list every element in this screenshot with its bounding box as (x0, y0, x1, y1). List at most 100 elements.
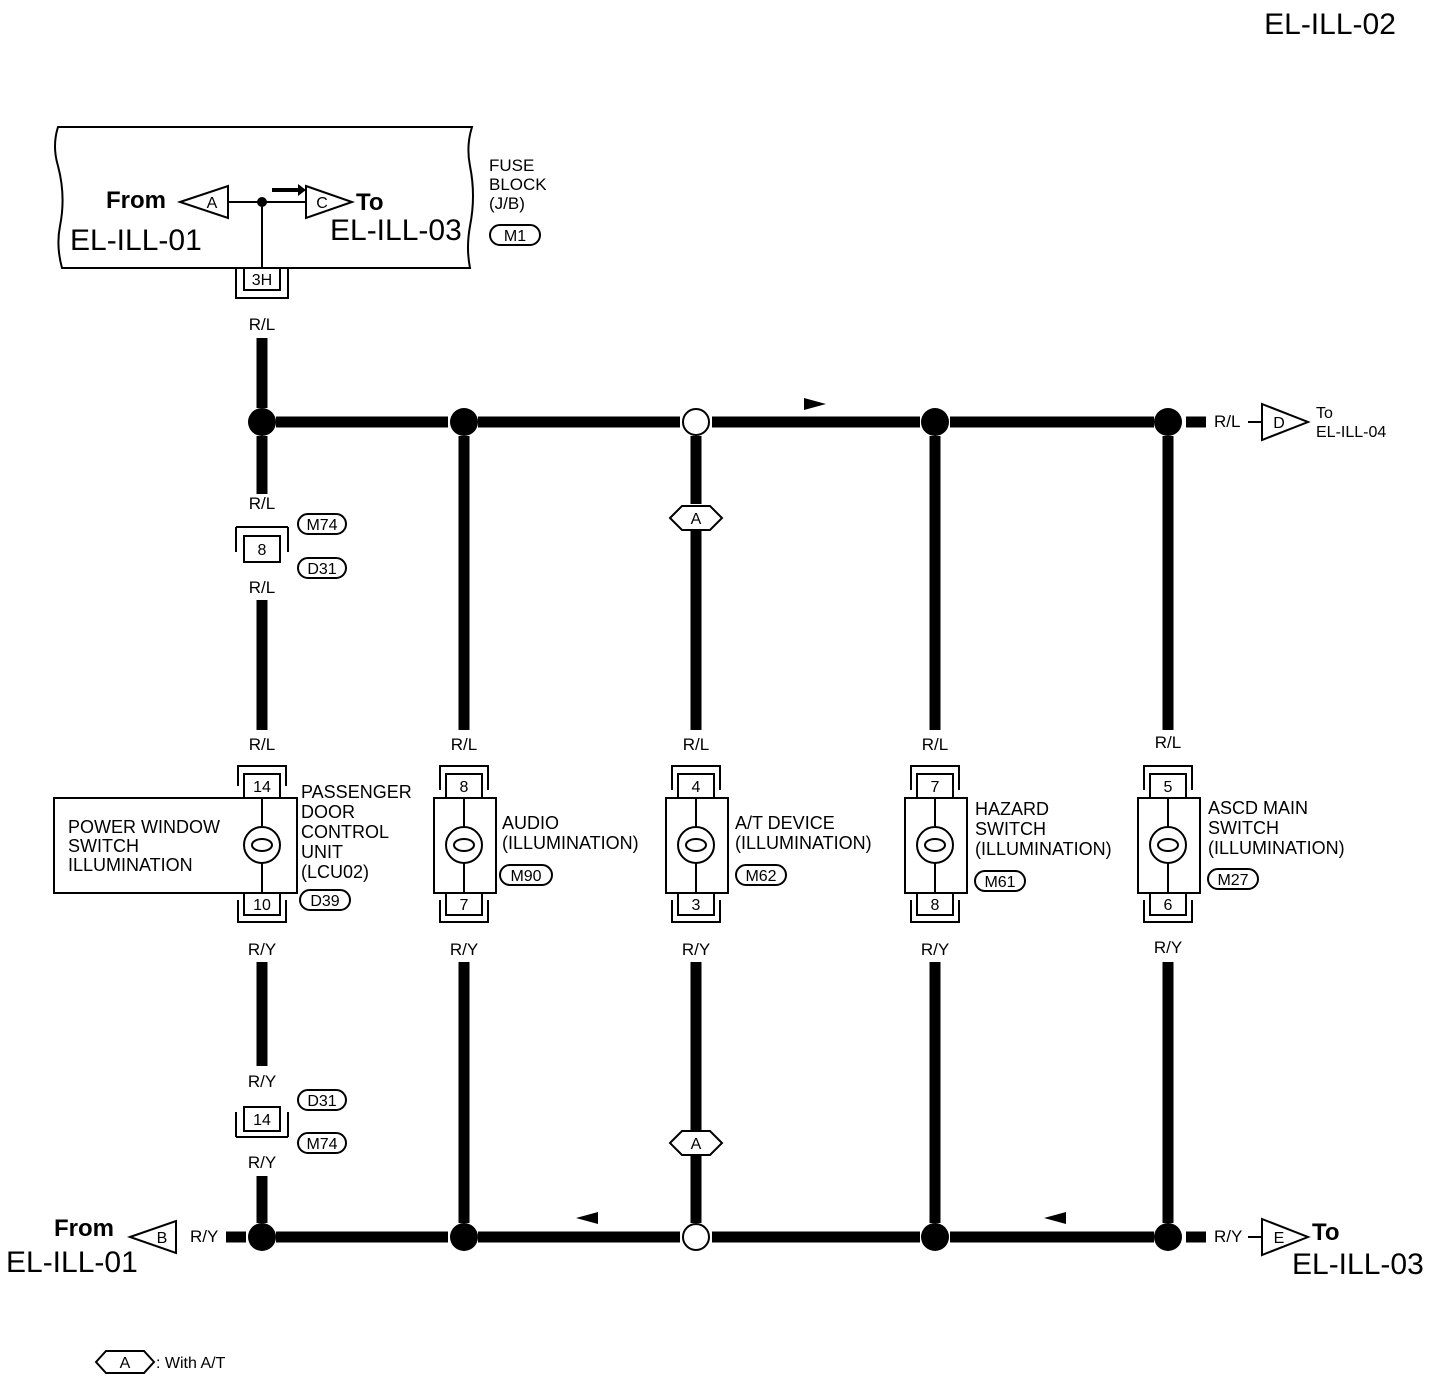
fuse-block-connector-id: M1 (504, 228, 526, 245)
legend-text: : With A/T (156, 1355, 226, 1372)
fuse-to-page: EL-ILL-03 (330, 214, 462, 247)
bulb-icon (1149, 826, 1187, 864)
audio-pin-bottom: 7 (460, 897, 469, 914)
wire-label-ry: R/Y (248, 940, 276, 959)
svg-text:SWITCH: SWITCH (1208, 818, 1279, 838)
from-marker-arrow (176, 184, 229, 220)
splice-node (1154, 408, 1182, 436)
ascd-connector-badge (1207, 868, 1259, 890)
wire-label-ry: R/Y (248, 1072, 276, 1091)
ascd-connector-id: M27 (1217, 872, 1248, 889)
at-name: A/T DEVICE (ILLUMINATION) (735, 813, 872, 853)
joint-top-upper-conn: M74 (306, 517, 337, 534)
joint-top-bracket (235, 527, 289, 552)
to-el-ill-04-word: To (1316, 405, 1333, 422)
pdcu-bottom-connector (237, 900, 287, 923)
svg-text:(LCU02): (LCU02) (301, 862, 369, 882)
pdcu-pin-top: 14 (253, 779, 271, 796)
bulb-icon (677, 826, 715, 864)
terminal-3h-bracket (235, 268, 289, 299)
svg-text:(ILLUMINATION): (ILLUMINATION) (735, 833, 872, 853)
wire-label-rl: R/L (249, 578, 275, 597)
audio-name: AUDIO (ILLUMINATION) (502, 813, 639, 853)
svg-text:(ILLUMINATION): (ILLUMINATION) (1208, 838, 1345, 858)
fuse-block-outline (54, 126, 474, 269)
pdcu-connector-badge (299, 889, 351, 911)
power-window-switch-box (53, 797, 298, 894)
pdcu-top-connector (237, 765, 287, 786)
pdcu-connector-id: D39 (310, 893, 339, 910)
svg-text:POWER WINDOW: POWER WINDOW (68, 817, 220, 837)
fuse-from-word: From (106, 187, 166, 214)
svg-text:(ILLUMINATION): (ILLUMINATION) (975, 839, 1112, 859)
joint-bottom-pin: 14 (253, 1112, 271, 1129)
to-el-ill-04-arrow (1261, 402, 1311, 442)
at-pin-bottom: 3 (692, 897, 701, 914)
to-el-ill-04-page: EL-ILL-04 (1316, 424, 1386, 441)
at-pin-top: 4 (692, 779, 701, 796)
joint-bottom-lower-badge (297, 1132, 347, 1154)
to-el-ill-03-arrow (1261, 1217, 1311, 1257)
fuse-block-label: FUSE BLOCK (J/B) (489, 156, 547, 213)
joint-bottom-bracket (235, 1112, 289, 1137)
bulb-icon (445, 826, 483, 864)
page-code: EL-ILL-02 (1264, 8, 1396, 41)
at-bottom-connector (677, 892, 715, 916)
current-arrow-icon (272, 184, 306, 196)
wire-label-rl: R/L (249, 494, 275, 513)
svg-text:DOOR: DOOR (301, 802, 355, 822)
joint-top-pin: 8 (258, 542, 267, 559)
terminal-3h-label: 3H (252, 272, 272, 289)
joint-bottom-upper-badge (297, 1089, 347, 1111)
from-el-ill-01-marker: B (157, 1230, 168, 1247)
wire-label-ry: R/Y (921, 940, 949, 959)
ascd-bottom-connector (1149, 892, 1187, 916)
fuse-block-connector-badge (489, 224, 541, 246)
joint-bottom-box (243, 1106, 281, 1132)
svg-text:ILLUMINATION: ILLUMINATION (68, 855, 193, 875)
wire-label-ry-in: R/Y (190, 1227, 218, 1246)
splice-node (921, 408, 949, 436)
fuse-from-page: EL-ILL-01 (70, 224, 202, 257)
to-marker-letter: C (316, 195, 328, 212)
audio-connector-id: M90 (510, 868, 541, 885)
splice-node (450, 408, 478, 436)
svg-text:FUSE: FUSE (489, 156, 534, 175)
to-el-ill-04-marker: D (1273, 415, 1285, 432)
from-el-ill-01-word: From (54, 1215, 114, 1242)
at-connector-id: M62 (745, 868, 776, 885)
wire-label-ry: R/Y (682, 940, 710, 959)
bulb-icon (243, 826, 281, 864)
at-option-marker-letter: A (691, 511, 702, 528)
bottom-current-arrow-icon (1044, 1212, 1066, 1224)
svg-text:SWITCH: SWITCH (68, 836, 139, 856)
svg-text:A/T DEVICE: A/T DEVICE (735, 813, 835, 833)
hazard-connector-id: M61 (984, 874, 1015, 891)
legend-symbol-letter: A (120, 1355, 131, 1372)
wire-label-rl: R/L (922, 735, 948, 754)
ascd-pin-bottom: 6 (1164, 897, 1173, 914)
fuse-to-word: To (356, 189, 384, 216)
pdcu-name: PASSENGER DOOR CONTROL UNIT (LCU02) (301, 782, 412, 882)
audio-bottom-connector (445, 892, 483, 916)
splice-node (450, 1223, 478, 1251)
from-el-ill-01-page: EL-ILL-01 (6, 1246, 138, 1279)
bottom-current-arrow-icon (576, 1212, 598, 1224)
legend-symbol (94, 1350, 156, 1374)
to-el-ill-03-page: EL-ILL-03 (1292, 1248, 1424, 1281)
at-option-marker-letter: A (691, 1136, 702, 1153)
bulb-icon (916, 826, 954, 864)
at-connector-badge (735, 864, 787, 886)
optional-splice-node (682, 408, 710, 436)
terminal-3h-box (243, 267, 281, 291)
power-window-switch-label: POWER WINDOW SWITCH ILLUMINATION (68, 817, 220, 875)
svg-text:BLOCK: BLOCK (489, 175, 547, 194)
optional-splice-node (682, 1223, 710, 1251)
svg-text:(ILLUMINATION): (ILLUMINATION) (502, 833, 639, 853)
to-marker-arrow (305, 184, 356, 220)
hazard-bottom-connector (916, 892, 954, 916)
svg-text:HAZARD: HAZARD (975, 799, 1049, 819)
wire-label-rl: R/L (1155, 733, 1181, 752)
ascd-pin-top: 5 (1164, 779, 1173, 796)
